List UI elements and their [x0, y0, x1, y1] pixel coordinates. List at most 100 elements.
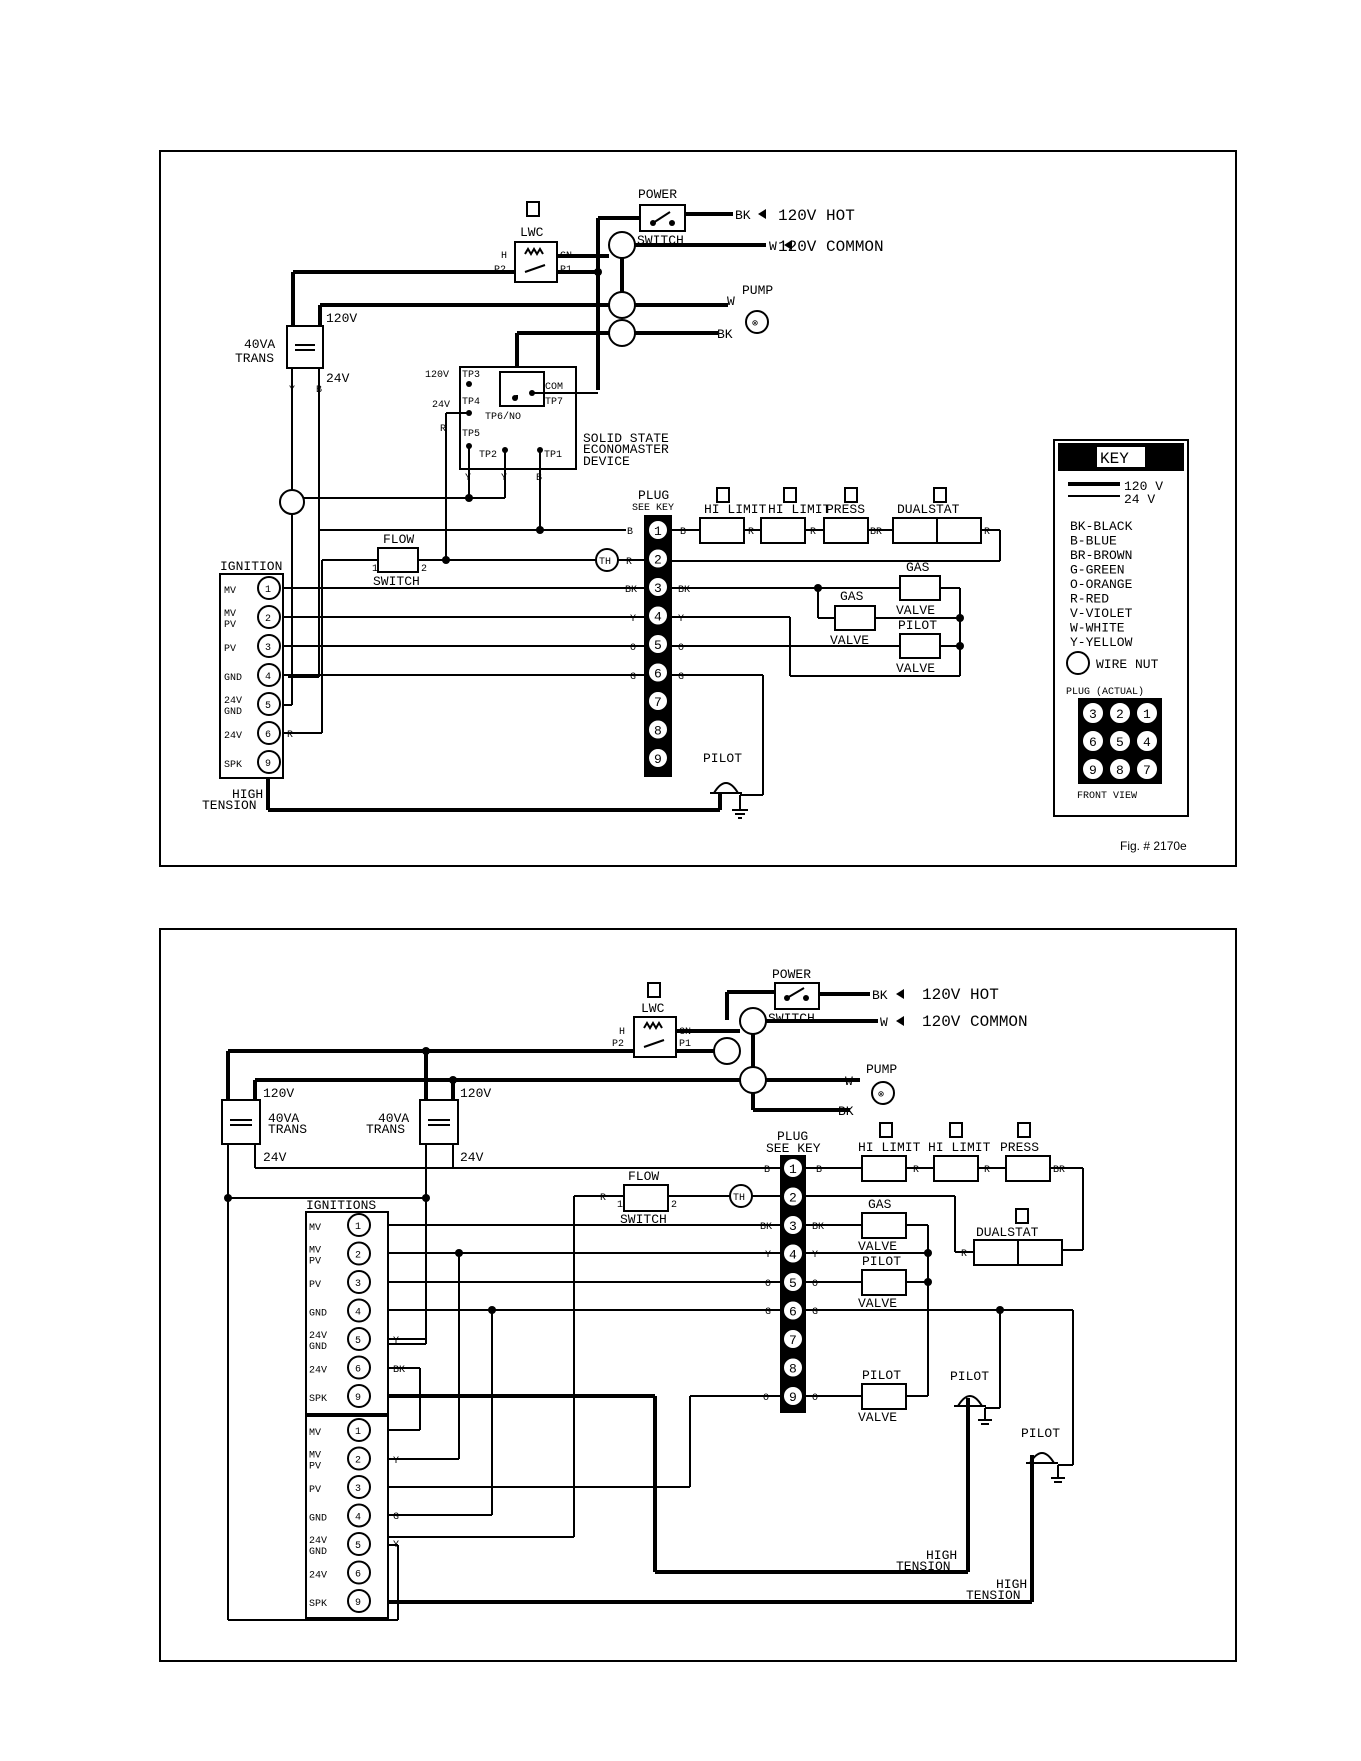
- svg-text:HIGH: HIGH: [926, 1548, 957, 1563]
- ignition-terminal-label: PV: [224, 620, 236, 631]
- svg-text:DUALSTAT: DUALSTAT: [976, 1225, 1039, 1240]
- key-plug-pin: [1108, 729, 1132, 753]
- key-color-entry: V-VIOLET: [1070, 606, 1133, 621]
- svg-text:O: O: [763, 1393, 769, 1404]
- pump-title: PUMP: [742, 283, 773, 298]
- tp4-voltage: 24V: [432, 400, 450, 411]
- key-plug-pin-number: 5: [1116, 735, 1124, 750]
- gas-valve-1-label: VALVE: [896, 603, 935, 618]
- key-plug-pin: [1135, 701, 1159, 725]
- svg-text:2: 2: [421, 564, 427, 575]
- plug-see-key: SEE KEY: [632, 503, 674, 514]
- ignition-terminal-label: 24V: [224, 696, 242, 707]
- key-color-entry: O-ORANGE: [1070, 577, 1133, 592]
- key-plug-pin: [1108, 701, 1132, 725]
- svg-text:R: R: [748, 527, 754, 538]
- svg-text:PILOT: PILOT: [862, 1368, 901, 1383]
- wire-nut-1: [608, 231, 636, 259]
- svg-text:R: R: [913, 1165, 919, 1176]
- hilimit-1-box: [699, 517, 745, 544]
- plug-pin: [647, 519, 669, 541]
- tp1-label: TP1: [544, 450, 562, 461]
- svg-text:1: 1: [617, 1200, 623, 1211]
- svg-text:G: G: [630, 672, 636, 683]
- top-safety-chain: B B HI LIMIT R HI LIMIT R PRESS BR DUALS…: [627, 487, 1001, 562]
- plug-pin: [782, 1185, 804, 1208]
- ignition-terminal-label: GND: [309, 1309, 327, 1320]
- ignition-terminal-number: 4: [265, 672, 271, 683]
- key-plug-pin: [1135, 729, 1159, 753]
- key-color-entry: G-GREEN: [1070, 563, 1125, 578]
- ignition-terminal-label: SPK: [224, 760, 242, 771]
- press-label: PRESS: [826, 502, 865, 517]
- top-lwc: LWC H P2 GN P1: [494, 201, 572, 283]
- ignition-terminal: [257, 576, 281, 600]
- b-ignitions-title: IGNITIONS: [306, 1198, 376, 1213]
- plug-pin: [647, 604, 669, 627]
- ignition-terminal-label: MV: [309, 1451, 321, 1462]
- ignition-terminal: [257, 750, 281, 774]
- key-plug-pin: [1081, 757, 1105, 781]
- ignition-terminal: [347, 1355, 371, 1380]
- svg-text:24V: 24V: [460, 1150, 484, 1165]
- pump-w-code: W: [727, 294, 735, 309]
- top-pump: PUMP ⊗: [742, 283, 773, 334]
- ignition-terminal-number: 6: [265, 730, 271, 741]
- b-pilot-valve-2-box: [861, 1383, 907, 1410]
- lwc-title: LWC: [520, 225, 544, 240]
- gas-valve-1-title: GAS: [906, 560, 930, 575]
- wire-nut-trans: [279, 489, 305, 515]
- bottom-diagram-frame: [159, 928, 1237, 1662]
- plug-pin-number: 3: [654, 581, 662, 596]
- svg-text:BK: BK: [678, 585, 690, 596]
- svg-text:P1: P1: [679, 1039, 691, 1050]
- bottom-transformer-1: 120V 40VA TRANS 24V: [221, 1086, 307, 1165]
- b-lwc-title: LWC: [641, 1001, 665, 1016]
- plug-pin: [782, 1385, 804, 1407]
- key-front-view: FRONT VIEW: [1077, 791, 1137, 802]
- hilimit-2-indicator: [783, 487, 797, 503]
- tp7-label: TP7: [545, 397, 563, 408]
- tp5-label: TP5: [462, 429, 480, 440]
- svg-text:G: G: [393, 1512, 399, 1523]
- svg-text:SWITCH: SWITCH: [620, 1212, 667, 1227]
- svg-text:GAS: GAS: [868, 1197, 892, 1212]
- plug-pin: [647, 690, 669, 712]
- svg-text:O: O: [678, 643, 684, 654]
- key-plug-pin-number: 3: [1089, 707, 1097, 722]
- svg-text:HI LIMIT: HI LIMIT: [928, 1140, 991, 1155]
- b-pump-title: PUMP: [866, 1062, 897, 1077]
- svg-text:120V: 120V: [460, 1086, 491, 1101]
- ignition-terminal: [257, 721, 281, 745]
- ignition-terminal: [347, 1532, 371, 1556]
- tp4-r: R: [440, 424, 446, 435]
- pilot-burner-icon: [713, 782, 739, 794]
- ignition-terminal-label: 24V: [309, 1331, 327, 1342]
- b-pump-icon: [871, 1081, 895, 1105]
- ignition-terminal: [347, 1446, 371, 1471]
- svg-text:R: R: [961, 1249, 967, 1260]
- economaster-relay: [499, 371, 545, 407]
- plug-pin: [647, 633, 669, 655]
- device-label-1: SOLID STATE: [583, 431, 669, 446]
- power-switch-title: POWER: [638, 187, 677, 202]
- ignition-terminal-number: 1: [265, 585, 271, 596]
- lwc-box: [514, 241, 558, 283]
- plug-pin: [647, 747, 669, 769]
- ignition-terminal-number: 1: [355, 1222, 361, 1233]
- svg-text:TENSION: TENSION: [966, 1588, 1021, 1603]
- svg-text:R: R: [984, 527, 990, 538]
- b-wire-nut-2: [713, 1037, 741, 1065]
- plug-pin-number: 9: [789, 1390, 797, 1405]
- ignition-terminal-label: GND: [309, 1342, 327, 1353]
- b-power-title: POWER: [772, 967, 811, 982]
- pilot-valve-box: [899, 633, 941, 659]
- svg-text:R: R: [984, 1165, 990, 1176]
- ignition-terminal-number: 3: [355, 1279, 361, 1290]
